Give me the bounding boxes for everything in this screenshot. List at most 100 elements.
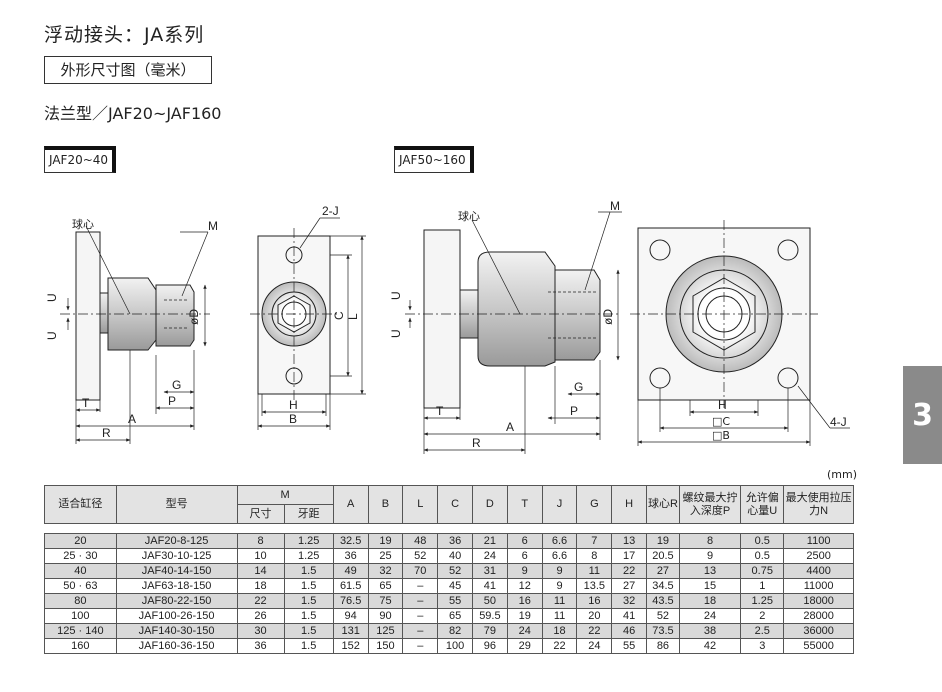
d-label-large: øD: [601, 309, 615, 325]
u-label-small-b: U: [45, 331, 59, 340]
table-cell: 11000: [783, 578, 854, 594]
table-cell: 61.5: [332, 578, 369, 594]
table-cell: 0.75: [740, 563, 785, 579]
table-cell: 6.6: [541, 533, 578, 549]
table-cell: 30: [236, 623, 285, 639]
table-cell: 9: [541, 563, 578, 579]
header-p: 螺纹最大拧入深度P: [678, 485, 742, 524]
p-label-small: P: [168, 394, 176, 408]
table-cell: –: [402, 638, 439, 654]
table-cell: 34.5: [646, 578, 680, 594]
table-cell: 73.5: [646, 623, 680, 639]
table-cell: 50: [472, 593, 508, 609]
table-cell: 29: [506, 638, 543, 654]
d-label-small: øD: [187, 309, 201, 325]
series-label-small: JAF20~40: [44, 146, 117, 173]
table-cell: 25 · 30: [44, 548, 117, 564]
table-cell: 49: [332, 563, 369, 579]
table-cell: 6.6: [541, 548, 578, 564]
table-cell: 0.5: [740, 548, 785, 564]
table-cell: 8: [236, 533, 285, 549]
table-cell: 22: [611, 563, 648, 579]
j4-label: 4-J: [830, 415, 847, 429]
a-label-small: A: [128, 412, 136, 426]
table-cell: 1.5: [283, 578, 334, 594]
table-cell: 86: [646, 638, 680, 654]
table-cell: 14: [236, 563, 285, 579]
table-cell: 100: [44, 608, 117, 624]
table-cell: 55: [437, 593, 473, 609]
large-side-view: [405, 211, 622, 454]
table-cell: 20: [576, 608, 613, 624]
table-cell: 19: [506, 608, 543, 624]
table-cell: 16: [576, 593, 613, 609]
table-cell: 3: [740, 638, 785, 654]
table-cell: 1.25: [283, 548, 334, 564]
u-label-large-a: U: [389, 291, 403, 300]
table-cell: –: [402, 578, 439, 594]
header-n: 最大使用拉压力N: [783, 485, 854, 524]
table-cell: 27: [646, 563, 680, 579]
table-cell: 24: [472, 548, 508, 564]
table-cell: 1.25: [283, 533, 334, 549]
a-label-large: A: [506, 420, 514, 434]
dimension-table: 适合缸径 型号 M A B L C D T J G H 球心R 螺纹最大拧入深度…: [44, 485, 854, 654]
table-cell: 11: [576, 563, 613, 579]
t-label-small: T: [82, 396, 90, 410]
header-m-size: 尺寸: [236, 504, 285, 524]
table-cell: 1.5: [283, 593, 334, 609]
header-model: 型号: [115, 485, 238, 524]
g-label-small: G: [172, 378, 181, 392]
table-cell: 18: [678, 593, 742, 609]
table-cell: 22: [576, 623, 613, 639]
r-label-large: R: [472, 436, 481, 450]
b-square-label: □B: [712, 429, 730, 442]
table-cell: 50 · 63: [44, 578, 117, 594]
table-cell: 18: [541, 623, 578, 639]
series-label-large: JAF50~160: [394, 146, 474, 173]
h-label-small: H: [289, 398, 298, 412]
header-b: B: [367, 485, 404, 524]
table-cell: 6: [506, 548, 543, 564]
table-cell: 43.5: [646, 593, 680, 609]
table-cell: 21: [472, 533, 508, 549]
table-cell: 1.5: [283, 623, 334, 639]
table-cell: 55: [611, 638, 648, 654]
table-cell: 82: [437, 623, 473, 639]
table-cell: 16: [506, 593, 543, 609]
c-label-small: C: [332, 311, 346, 320]
header-r: 球心R: [646, 485, 680, 524]
table-cell: 65: [437, 608, 473, 624]
header-a: A: [332, 485, 369, 524]
u-label-large-b: U: [389, 329, 403, 338]
header-c: C: [437, 485, 473, 524]
large-front-view: [630, 220, 850, 446]
j2-label: 2-J: [322, 204, 339, 218]
table-cell: 40: [44, 563, 117, 579]
table-cell: 41: [611, 608, 648, 624]
table-cell: 8: [678, 533, 742, 549]
table-cell: 32: [367, 563, 404, 579]
header-u: 允许偏心量U: [740, 485, 785, 524]
table-cell: 125 · 140: [44, 623, 117, 639]
table-cell: 24: [678, 608, 742, 624]
table-cell: 18: [236, 578, 285, 594]
table-cell: 32.5: [332, 533, 369, 549]
table-cell: JAF30-10-125: [115, 548, 238, 564]
table-cell: 46: [611, 623, 648, 639]
table-cell: 59.5: [472, 608, 508, 624]
m-label-small: M: [208, 219, 218, 233]
table-cell: 38: [678, 623, 742, 639]
table-cell: 6: [506, 533, 543, 549]
c-square-label: □C: [712, 415, 730, 428]
table-cell: 24: [576, 638, 613, 654]
table-cell: 10: [236, 548, 285, 564]
table-cell: JAF20-8-125: [115, 533, 238, 549]
table-cell: 80: [44, 593, 117, 609]
r-label-small: R: [102, 426, 111, 440]
table-cell: 65: [367, 578, 404, 594]
